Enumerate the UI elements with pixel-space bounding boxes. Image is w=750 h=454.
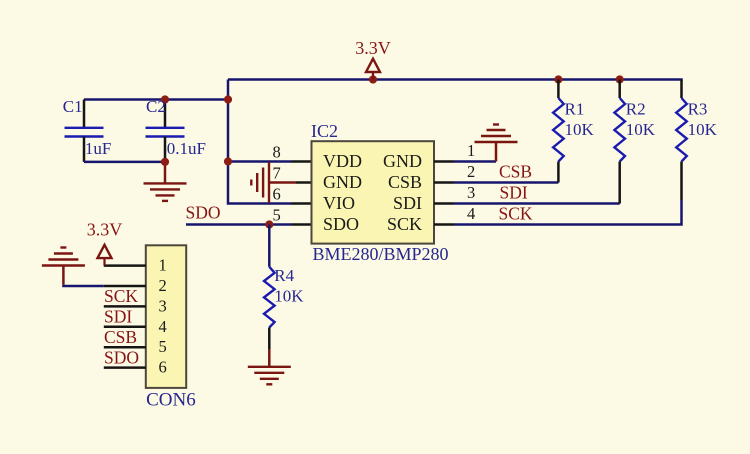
svg-text:2: 2 (159, 276, 167, 295)
svg-text:SCK: SCK (387, 214, 422, 234)
svg-text:VDD: VDD (323, 151, 362, 171)
svg-text:4: 4 (159, 317, 167, 336)
svg-text:GND: GND (383, 151, 422, 171)
svg-text:R3: R3 (688, 100, 708, 119)
svg-text:6: 6 (273, 184, 281, 203)
svg-text:7: 7 (273, 163, 281, 182)
svg-text:6: 6 (159, 358, 167, 377)
svg-text:BME280/BMP280: BME280/BMP280 (313, 244, 449, 264)
svg-text:SDI: SDI (393, 193, 422, 213)
svg-text:CSB: CSB (499, 162, 532, 182)
svg-text:1: 1 (467, 141, 475, 160)
svg-text:SDI: SDI (500, 183, 528, 203)
svg-text:2: 2 (467, 162, 475, 181)
svg-text:GND: GND (323, 172, 362, 192)
svg-text:SDO: SDO (323, 214, 359, 234)
svg-text:5: 5 (159, 337, 167, 356)
svg-text:R4: R4 (274, 266, 294, 285)
svg-text:CSB: CSB (388, 172, 422, 192)
svg-text:SDO: SDO (104, 347, 139, 367)
svg-text:CON6: CON6 (146, 390, 196, 411)
svg-text:10K: 10K (274, 287, 304, 306)
svg-text:R2: R2 (626, 100, 646, 119)
svg-text:SDO: SDO (186, 202, 221, 222)
svg-text:IC2: IC2 (311, 121, 338, 141)
svg-text:1: 1 (159, 256, 167, 275)
svg-text:SCK: SCK (104, 286, 138, 306)
svg-text:R1: R1 (565, 100, 585, 119)
svg-text:0.1uF: 0.1uF (167, 139, 206, 158)
svg-text:3.3V: 3.3V (355, 38, 391, 58)
svg-text:C2: C2 (146, 97, 166, 116)
svg-text:3: 3 (467, 183, 475, 202)
svg-text:SCK: SCK (499, 204, 533, 224)
svg-text:10K: 10K (565, 120, 595, 139)
svg-text:10K: 10K (688, 120, 718, 139)
svg-text:SDI: SDI (104, 307, 132, 327)
svg-text:VIO: VIO (323, 193, 355, 213)
svg-text:CSB: CSB (104, 327, 137, 347)
svg-text:10K: 10K (626, 120, 656, 139)
svg-text:8: 8 (273, 142, 281, 161)
svg-text:1uF: 1uF (85, 139, 111, 158)
svg-text:3: 3 (159, 296, 167, 315)
svg-text:3.3V: 3.3V (87, 220, 123, 240)
svg-text:5: 5 (273, 205, 281, 224)
svg-text:4: 4 (467, 204, 475, 223)
svg-text:C1: C1 (63, 97, 83, 116)
